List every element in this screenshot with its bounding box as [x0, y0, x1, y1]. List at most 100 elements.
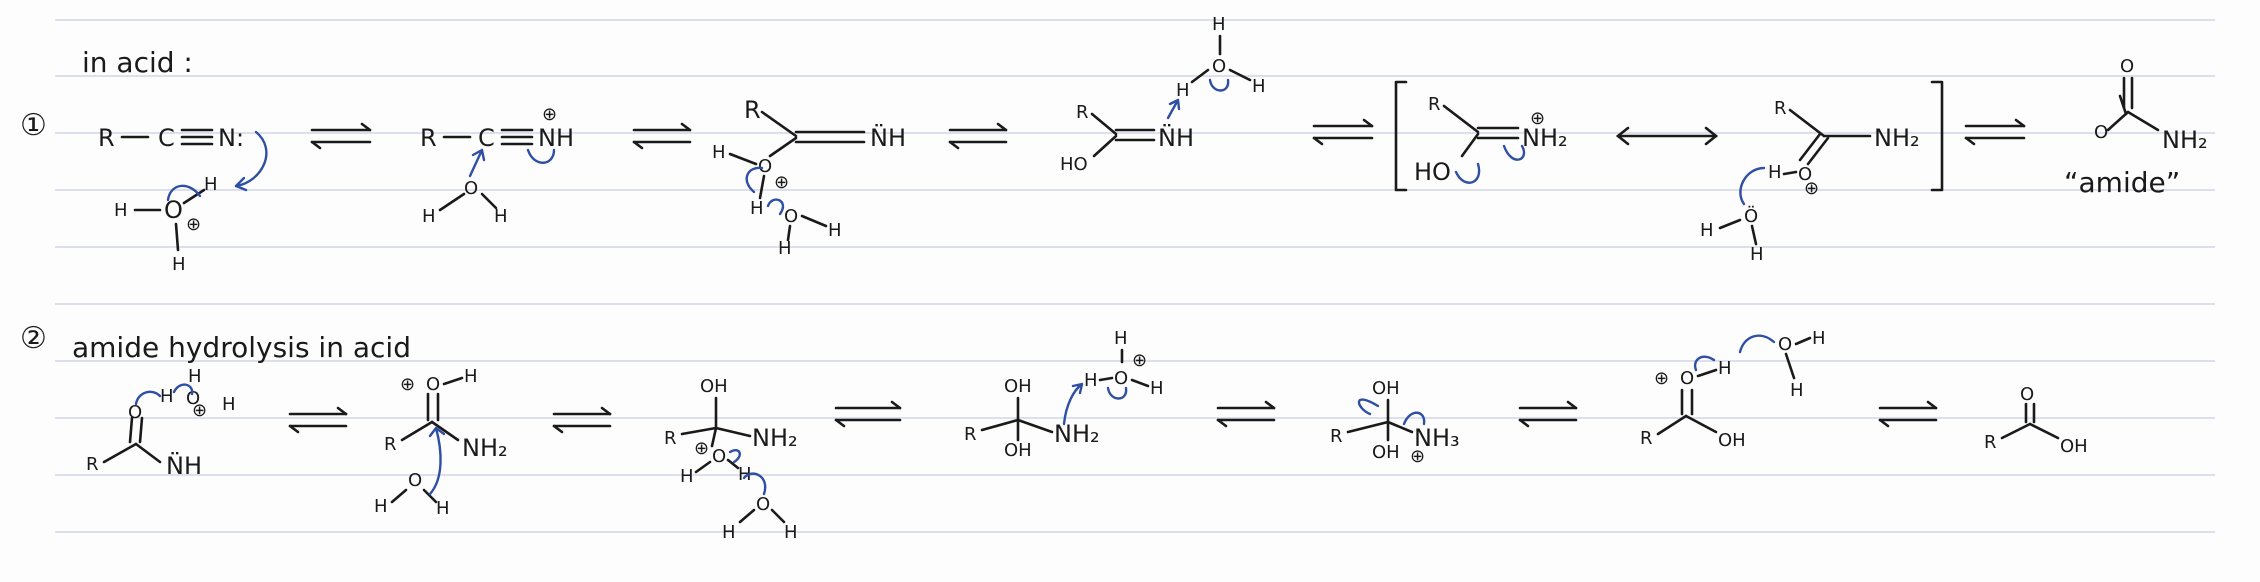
atom-h: H	[1700, 220, 1714, 241]
atom-h: H	[680, 466, 694, 487]
atom-h: H	[204, 174, 218, 195]
atom-h: H	[828, 220, 842, 241]
tetrahedral-intermediate-structure: OH R NH₂ ⊕ O H H O H H	[664, 376, 798, 543]
protonated-nitrile-structure: R C NH ⊕ O H H	[420, 104, 574, 227]
amide-structure: O O NH₂ “amide”	[2064, 56, 2208, 199]
atom-o: O	[464, 178, 478, 199]
amide-label: “amide”	[2064, 166, 2180, 199]
atom-n: N:	[218, 124, 244, 152]
plus-charge: ⊕	[192, 400, 207, 421]
curved-arrow	[526, 148, 556, 164]
header-in-acid: in acid :	[82, 46, 193, 79]
atom-h: H	[188, 366, 202, 387]
neutral-tetrahedral-structure: OH R NH₂ OH H O ⊕ H H	[964, 328, 1164, 461]
atom-nh: N̈H	[870, 124, 906, 152]
atom-o: O	[756, 494, 770, 515]
atom-nh3: NH₃	[1414, 424, 1460, 452]
atom-h: H	[784, 522, 798, 543]
curved-arrow	[1166, 98, 1181, 120]
step-number-2: ②	[20, 321, 47, 356]
nitrile-structure: R C N: H O ⊕ H H	[98, 124, 268, 275]
curved-arrow	[742, 472, 767, 496]
plus-charge: ⊕	[1654, 368, 1669, 389]
atom-o: O	[164, 196, 183, 224]
atom-h: H	[1790, 380, 1804, 401]
atom-r: R	[98, 124, 115, 152]
plus-charge: ⊕	[1132, 350, 1147, 371]
atom-r: R	[1774, 98, 1787, 119]
curved-arrow	[134, 390, 162, 406]
atom-h: H	[778, 238, 792, 259]
atom-o: O	[2120, 56, 2134, 77]
plus-charge: ⊕	[774, 172, 789, 193]
atom-o: Ö	[1744, 205, 1758, 227]
step-number-1: ①	[20, 108, 47, 143]
atom-o: O	[128, 402, 142, 423]
carboxylic-acid-structure: O R OH	[1984, 384, 2088, 457]
curved-arrow	[745, 166, 764, 194]
oxonium-intermediate-structure: R N̈H O ⊕ H H O H H	[712, 96, 906, 259]
equilibrium-arrow	[288, 406, 348, 434]
atom-o: O	[1798, 164, 1812, 185]
atom-c: C	[158, 124, 175, 152]
atom-h: H	[1768, 162, 1782, 183]
atom-r: R	[664, 428, 677, 449]
atom-h: H	[422, 206, 436, 227]
atom-r: R	[1984, 432, 1997, 453]
atom-r: R	[1428, 94, 1441, 115]
atom-o: O	[2094, 122, 2108, 143]
atom-nh2: NH₂	[1522, 124, 1568, 152]
resonance-bracket	[1394, 80, 1944, 192]
ruled-lines	[55, 19, 2215, 533]
equilibrium-arrow	[632, 122, 692, 150]
equilibrium-arrow	[552, 406, 612, 434]
curved-arrow	[1739, 166, 1766, 206]
atom-h: H	[738, 464, 752, 485]
atom-o: O	[2020, 384, 2034, 405]
curved-arrow	[428, 426, 446, 496]
atom-o: O	[1212, 56, 1226, 77]
atom-h: H	[1750, 244, 1764, 265]
curved-arrow	[728, 448, 741, 464]
atom-o: O	[712, 446, 726, 467]
atom-o: O	[186, 388, 200, 409]
atom-h: H	[494, 206, 508, 227]
atom-o: O	[784, 206, 798, 227]
curved-arrow	[1693, 355, 1716, 372]
atom-nh2: NH₂	[1874, 124, 1920, 152]
equilibrium-arrow	[1216, 400, 1276, 428]
atom-h: H	[1718, 358, 1732, 379]
protonated-amide-structure: ⊕ O H R NH₂ O H H	[374, 366, 508, 519]
atom-o: O	[758, 156, 772, 177]
atom-r: R	[86, 454, 99, 475]
atom-c: C	[478, 124, 495, 152]
atom-h: H	[1212, 14, 1226, 35]
equilibrium-arrow	[834, 400, 902, 428]
atom-nh2: NH₂	[1054, 420, 1100, 448]
amide-hydronium-structure: R N̈H O H O ⊕ H H	[86, 366, 236, 480]
atom-h: H	[722, 522, 736, 543]
curved-arrow	[1357, 398, 1380, 416]
atom-oh: OH	[1718, 430, 1746, 451]
plus-charge: ⊕	[694, 438, 709, 459]
curved-arrow	[1062, 382, 1084, 426]
plus-charge: ⊕	[1530, 108, 1545, 129]
ammonium-tetrahedral-structure: OH R NH₃ ⊕ OH	[1330, 378, 1460, 467]
equilibrium-arrow	[1312, 118, 1374, 146]
atom-nh: NH	[538, 124, 574, 152]
curved-arrow	[1106, 386, 1128, 400]
plus-charge: ⊕	[400, 374, 415, 395]
atom-oh: OH	[700, 376, 728, 397]
atom-nh2: NH₂	[462, 434, 508, 462]
atom-o: O	[1778, 334, 1792, 355]
protonated-acid-structure: ⊕ O H R OH O H H	[1640, 328, 1826, 451]
atom-h: H	[160, 386, 174, 407]
atom-h: H	[1252, 76, 1266, 97]
atom-h: H	[712, 142, 726, 163]
atom-o: O	[426, 374, 440, 395]
atom-h: H	[222, 394, 236, 415]
curved-arrow	[1208, 78, 1230, 92]
curved-arrow	[166, 184, 202, 202]
atom-r: R	[1640, 428, 1653, 449]
